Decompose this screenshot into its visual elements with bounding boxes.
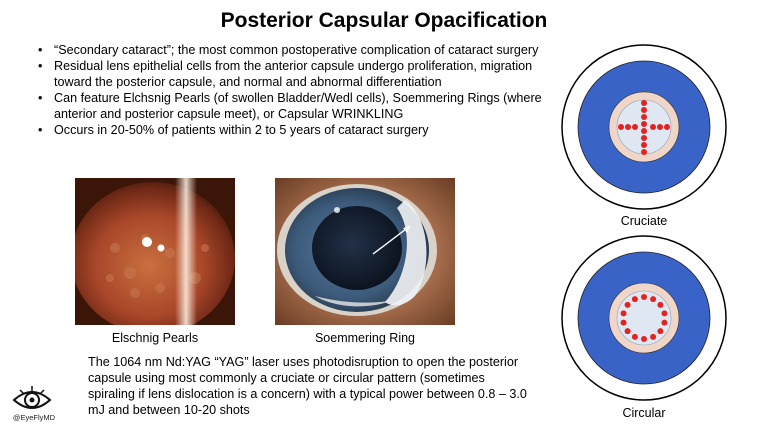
laser-dot	[624, 301, 631, 308]
bullet-item: Residual lens epithelial cells from the …	[34, 58, 544, 90]
author-handle: @EyeFlyMD	[12, 413, 56, 422]
laser-dot	[641, 294, 647, 300]
laser-dot	[641, 336, 647, 342]
laser-dot	[661, 319, 668, 326]
elschnig-pearls-illustration	[75, 178, 235, 325]
yag-laser-paragraph: The 1064 nm Nd:YAG “YAG” laser uses phot…	[88, 355, 527, 417]
bullet-item: Can feature Elchsnig Pearls (of swollen …	[34, 90, 544, 122]
elschnig-pearls-photo	[75, 178, 235, 325]
cruciate-pattern-diagram	[561, 44, 727, 210]
soemmering-ring-photo	[275, 178, 455, 325]
soemmering-ring-caption: Soemmering Ring	[314, 331, 416, 345]
bullet-list: “Secondary cataract”; the most common po…	[34, 42, 544, 138]
circular-pattern-diagram	[561, 235, 727, 401]
laser-dot	[657, 301, 664, 308]
laser-dot	[631, 296, 638, 303]
laser-dot	[620, 319, 627, 326]
cruciate-laser-dots	[618, 100, 670, 155]
cruciate-caption: Cruciate	[620, 214, 668, 228]
laser-dot	[650, 296, 657, 303]
eye-logo-icon	[12, 386, 52, 409]
bullet-item: “Secondary cataract”; the most common po…	[34, 42, 544, 58]
bullet-item: Occurs in 20-50% of patients within 2 to…	[34, 122, 544, 138]
laser-dot	[631, 333, 638, 340]
laser-dot	[661, 310, 668, 317]
elschnig-pearls-caption: Elschnig Pearls	[111, 331, 199, 345]
slide-title: Posterior Capsular Opacification	[220, 9, 548, 32]
laser-dot	[657, 328, 664, 335]
circular-laser-dots	[620, 294, 668, 342]
soemmering-ring-illustration	[275, 178, 455, 325]
laser-dot	[650, 333, 657, 340]
laser-dot	[624, 328, 631, 335]
circular-caption: Circular	[622, 406, 666, 420]
laser-dot	[620, 310, 627, 317]
